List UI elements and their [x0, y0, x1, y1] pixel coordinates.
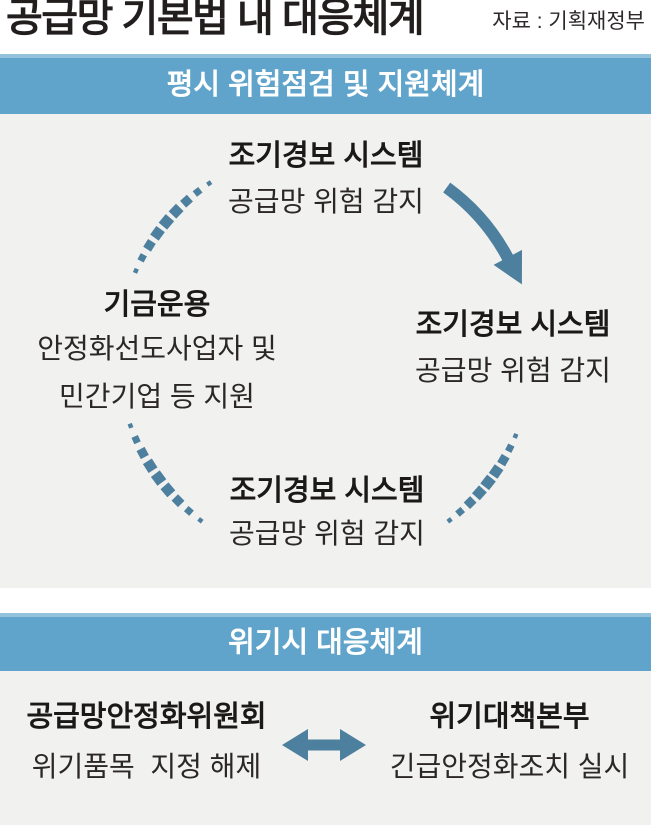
dotted-arc-dash — [142, 458, 158, 474]
banner-crisis: 위기시 대응체계 — [0, 613, 651, 671]
node-desc: 공급망 위험 감지 — [415, 355, 611, 386]
dotted-arc-dash — [136, 446, 149, 460]
dotted-arc-dash — [488, 464, 504, 479]
dotted-arc-dash — [192, 186, 203, 197]
node-desc-line2: 민간기업 등 지원 — [59, 381, 255, 412]
node-title: 기금운용 — [103, 289, 211, 321]
dotted-arc-dash — [137, 253, 147, 263]
dotted-arc-dash — [171, 494, 185, 508]
dotted-arc-dash — [168, 203, 184, 219]
block-title: 공급망안정화위원회 — [26, 701, 267, 733]
dotted-arc-dash — [132, 267, 139, 274]
dotted-arc-dash — [471, 485, 487, 501]
dotted-arc-dash — [512, 432, 519, 439]
node-title: 조기경보 시스템 — [229, 475, 425, 507]
double-arrow-shape — [282, 729, 366, 761]
dotted-arc-dash — [158, 214, 175, 230]
node-early-warning-bottom: 조기경보 시스템 공급망 위험 감지 — [147, 474, 507, 551]
node-desc-line1: 안정화선도사업자 및 — [37, 333, 277, 364]
peacetime-section-background — [0, 114, 651, 588]
block-desc: 긴급안정화조치 실시 — [389, 751, 630, 782]
dotted-arc-dash — [180, 194, 193, 208]
node-title: 조기경보 시스템 — [228, 140, 424, 172]
block-title: 위기대책본부 — [429, 701, 590, 733]
dotted-arc-dash — [150, 225, 165, 241]
dotted-arc-dash — [463, 496, 477, 510]
banner-peacetime: 평시 위험점검 및 지원체계 — [0, 54, 651, 114]
node-fund-operation: 기금운용 안정화선도사업자 및 민간기업 등 지원 — [0, 288, 314, 418]
dotted-arc-dash — [150, 470, 167, 486]
dotted-arc-dash — [446, 517, 453, 524]
dotted-arc-dash — [143, 239, 156, 252]
block-desc: 위기품목 지정 해제 — [31, 751, 262, 782]
page-title: 공급망 기본법 내 대응체계 — [6, 0, 425, 40]
dotted-arc-dash — [127, 422, 134, 429]
dotted-arc-dash — [197, 517, 204, 524]
dotted-arc-dash — [505, 443, 515, 453]
node-desc: 공급망 위험 감지 — [228, 186, 424, 217]
node-early-warning-right: 조기경보 시스템 공급망 위험 감지 — [362, 308, 651, 388]
crisis-headquarters-block: 위기대책본부 긴급안정화조치 실시 — [376, 700, 643, 784]
cycle-arrow-icon — [443, 182, 514, 261]
dotted-arc-dash — [160, 482, 176, 498]
dotted-arc-dash — [131, 434, 141, 445]
dotted-arc-dash — [497, 453, 510, 467]
cycle-arrow-head-icon — [493, 249, 522, 285]
dotted-arc-dash — [206, 180, 213, 187]
dotted-arc-dash — [455, 506, 466, 517]
crisis-committee-block: 공급망안정화위원회 위기품목 지정 해제 — [8, 700, 285, 784]
node-early-warning-top: 조기경보 시스템 공급망 위험 감지 — [126, 139, 526, 219]
double-arrow-icon — [282, 729, 366, 761]
node-desc: 공급망 위험 감지 — [229, 518, 425, 549]
source-credit: 자료 : 기획재정부 — [492, 10, 645, 33]
dotted-arc-dash — [183, 505, 194, 516]
node-title: 조기경보 시스템 — [415, 309, 611, 341]
cycle-diagram — [127, 180, 522, 524]
dotted-arc-dash — [480, 474, 496, 491]
